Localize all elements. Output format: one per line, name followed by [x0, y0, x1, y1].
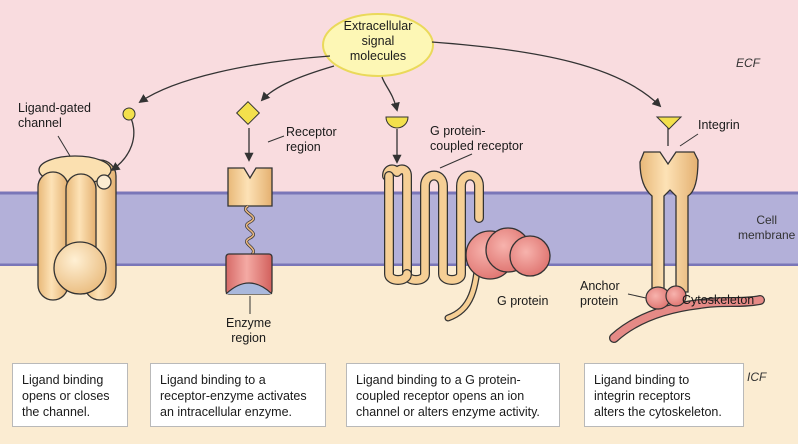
cell-membrane [0, 193, 798, 265]
cytoskeleton-shape [610, 296, 764, 342]
caption-integrin: Ligand binding to integrin receptors alt… [584, 363, 744, 427]
ligand-triangle [655, 116, 683, 130]
caption-gpcr: Ligand binding to a G protein- coupled r… [346, 363, 560, 427]
ligand-semicircle [385, 116, 409, 129]
membrane-region-label: Cell membrane [738, 213, 796, 242]
cytoskeleton-label: Cytoskeleton [682, 293, 755, 307]
receptor-region-shape [227, 167, 273, 207]
arrow-to-integrin-ligand [431, 41, 662, 108]
arrow-to-channel-ligand [138, 55, 331, 104]
arrow-to-gpcr-ligand [381, 76, 400, 112]
enzyme-region-label: Enzyme region [226, 316, 272, 345]
ligand-circle [122, 107, 136, 121]
arrow-ligand-to-channel [110, 117, 135, 172]
signal-molecules-bubble [322, 13, 434, 77]
icf-region-label: ICF [747, 370, 767, 384]
anchor-protein-label: Anchor protein [580, 279, 620, 308]
g-protein-label: G protein [497, 294, 549, 308]
gpcr [382, 164, 551, 322]
gpcr-label: G protein- coupled receptor [430, 124, 524, 153]
arrow-to-enzyme-ligand [260, 65, 335, 102]
ligand-gated-channel-label: Ligand-gated channel [18, 101, 91, 130]
g-protein-shape [465, 227, 551, 280]
anchor-protein-shape [645, 285, 687, 310]
caption-ligand-gated-channel: Ligand binding opens or closes the chann… [12, 363, 128, 427]
caption-receptor-enzyme: Ligand binding to a receptor-enzyme acti… [150, 363, 326, 427]
signal-molecules-label: Extracellular signal molecules [343, 18, 413, 63]
receptor-enzyme [225, 167, 273, 295]
integrin-label: Integrin [698, 118, 740, 132]
ecf-region-label: ECF [736, 56, 760, 70]
ligand-gated-channel [37, 155, 117, 301]
receptor-region-label: Receptor region [286, 125, 337, 154]
ligand-diamond [235, 100, 261, 126]
